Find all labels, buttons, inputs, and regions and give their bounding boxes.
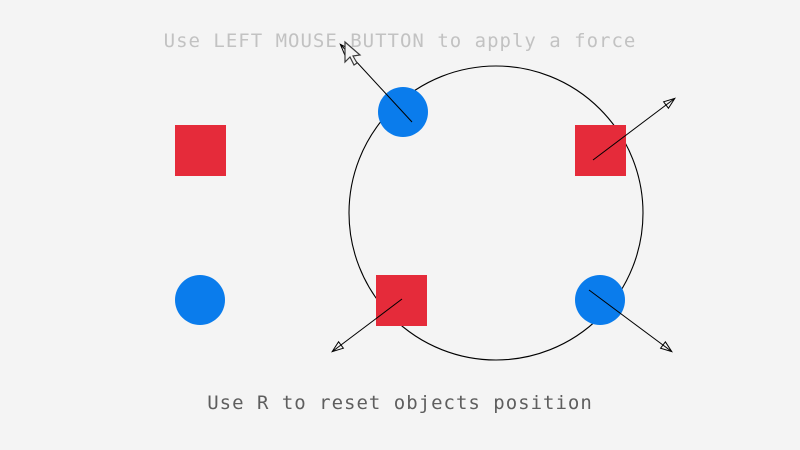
body-square-orbit-bottom-mid[interactable] — [376, 275, 427, 326]
force-arrow-square-orbit-top-right — [592, 97, 676, 161]
hint-text-reset: Use R to reset objects position — [207, 392, 593, 414]
force-arrow-circle-orbit-bottom-right — [588, 289, 673, 353]
body-circle-free-left[interactable] — [175, 275, 225, 325]
force-arrow-circle-orbit-top — [339, 43, 413, 123]
orbit-constraint-circle — [348, 65, 644, 361]
body-square-orbit-top-right[interactable] — [575, 125, 626, 176]
hint-text-apply-force: Use LEFT MOUSE BUTTON to apply a force — [163, 30, 637, 52]
body-circle-orbit-bottom-right[interactable] — [575, 275, 625, 325]
force-arrow-square-orbit-bottom-mid — [331, 298, 403, 353]
body-square-free-left[interactable] — [175, 125, 226, 176]
